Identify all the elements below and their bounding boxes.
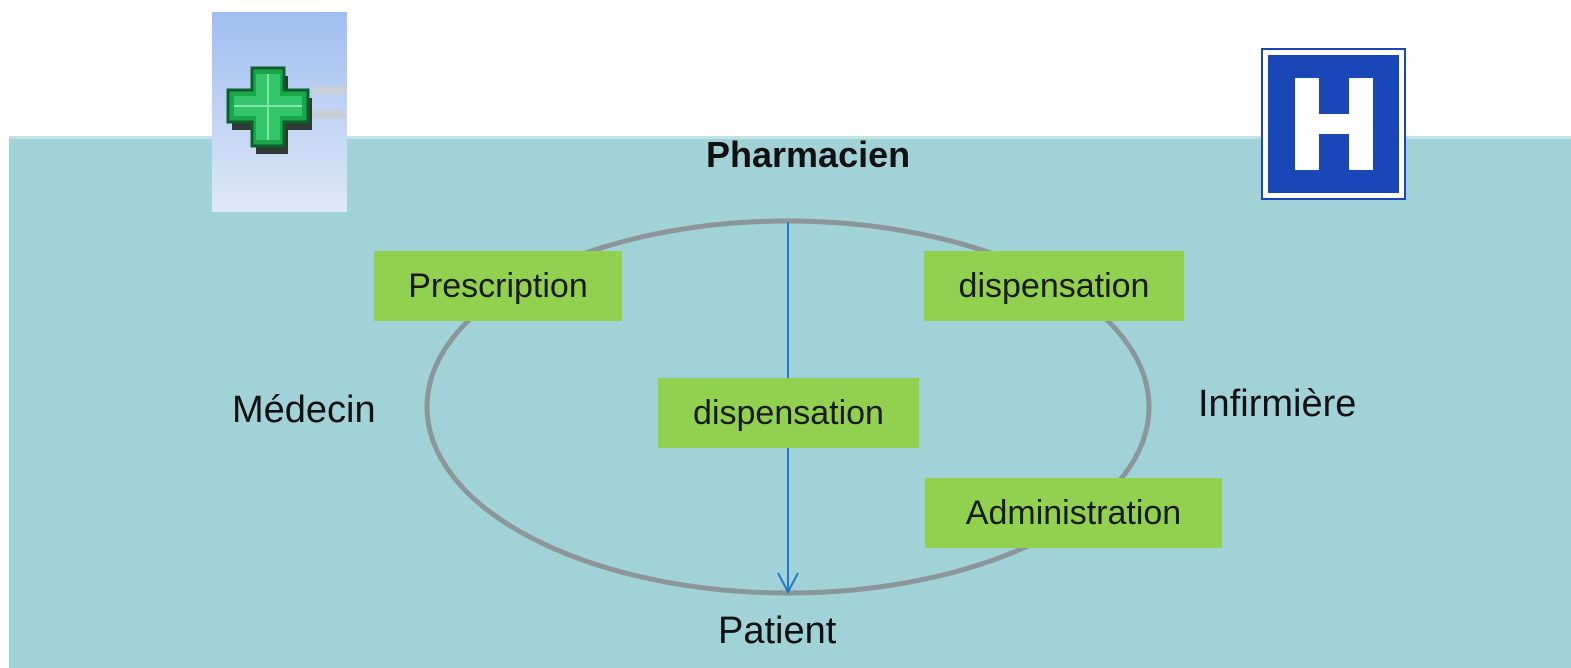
pharmacy-cross-icon [226,66,347,154]
step-dispensation-center: dispensation [658,378,919,448]
actor-patient: Patient [718,610,837,652]
hospital-h-icon [1268,55,1399,193]
step-dispensation-top: dispensation [924,251,1184,321]
step-prescription: Prescription [374,251,622,321]
step-administration: Administration [925,478,1222,548]
actor-infirmiere: Infirmière [1198,383,1357,425]
actor-medecin: Médecin [232,389,376,431]
pharmacy-sign-image [212,12,347,212]
hospital-sign-image [1261,48,1406,200]
actor-pharmacien: Pharmacien [706,134,911,175]
pharmacist-to-patient-arrowhead [777,572,799,595]
